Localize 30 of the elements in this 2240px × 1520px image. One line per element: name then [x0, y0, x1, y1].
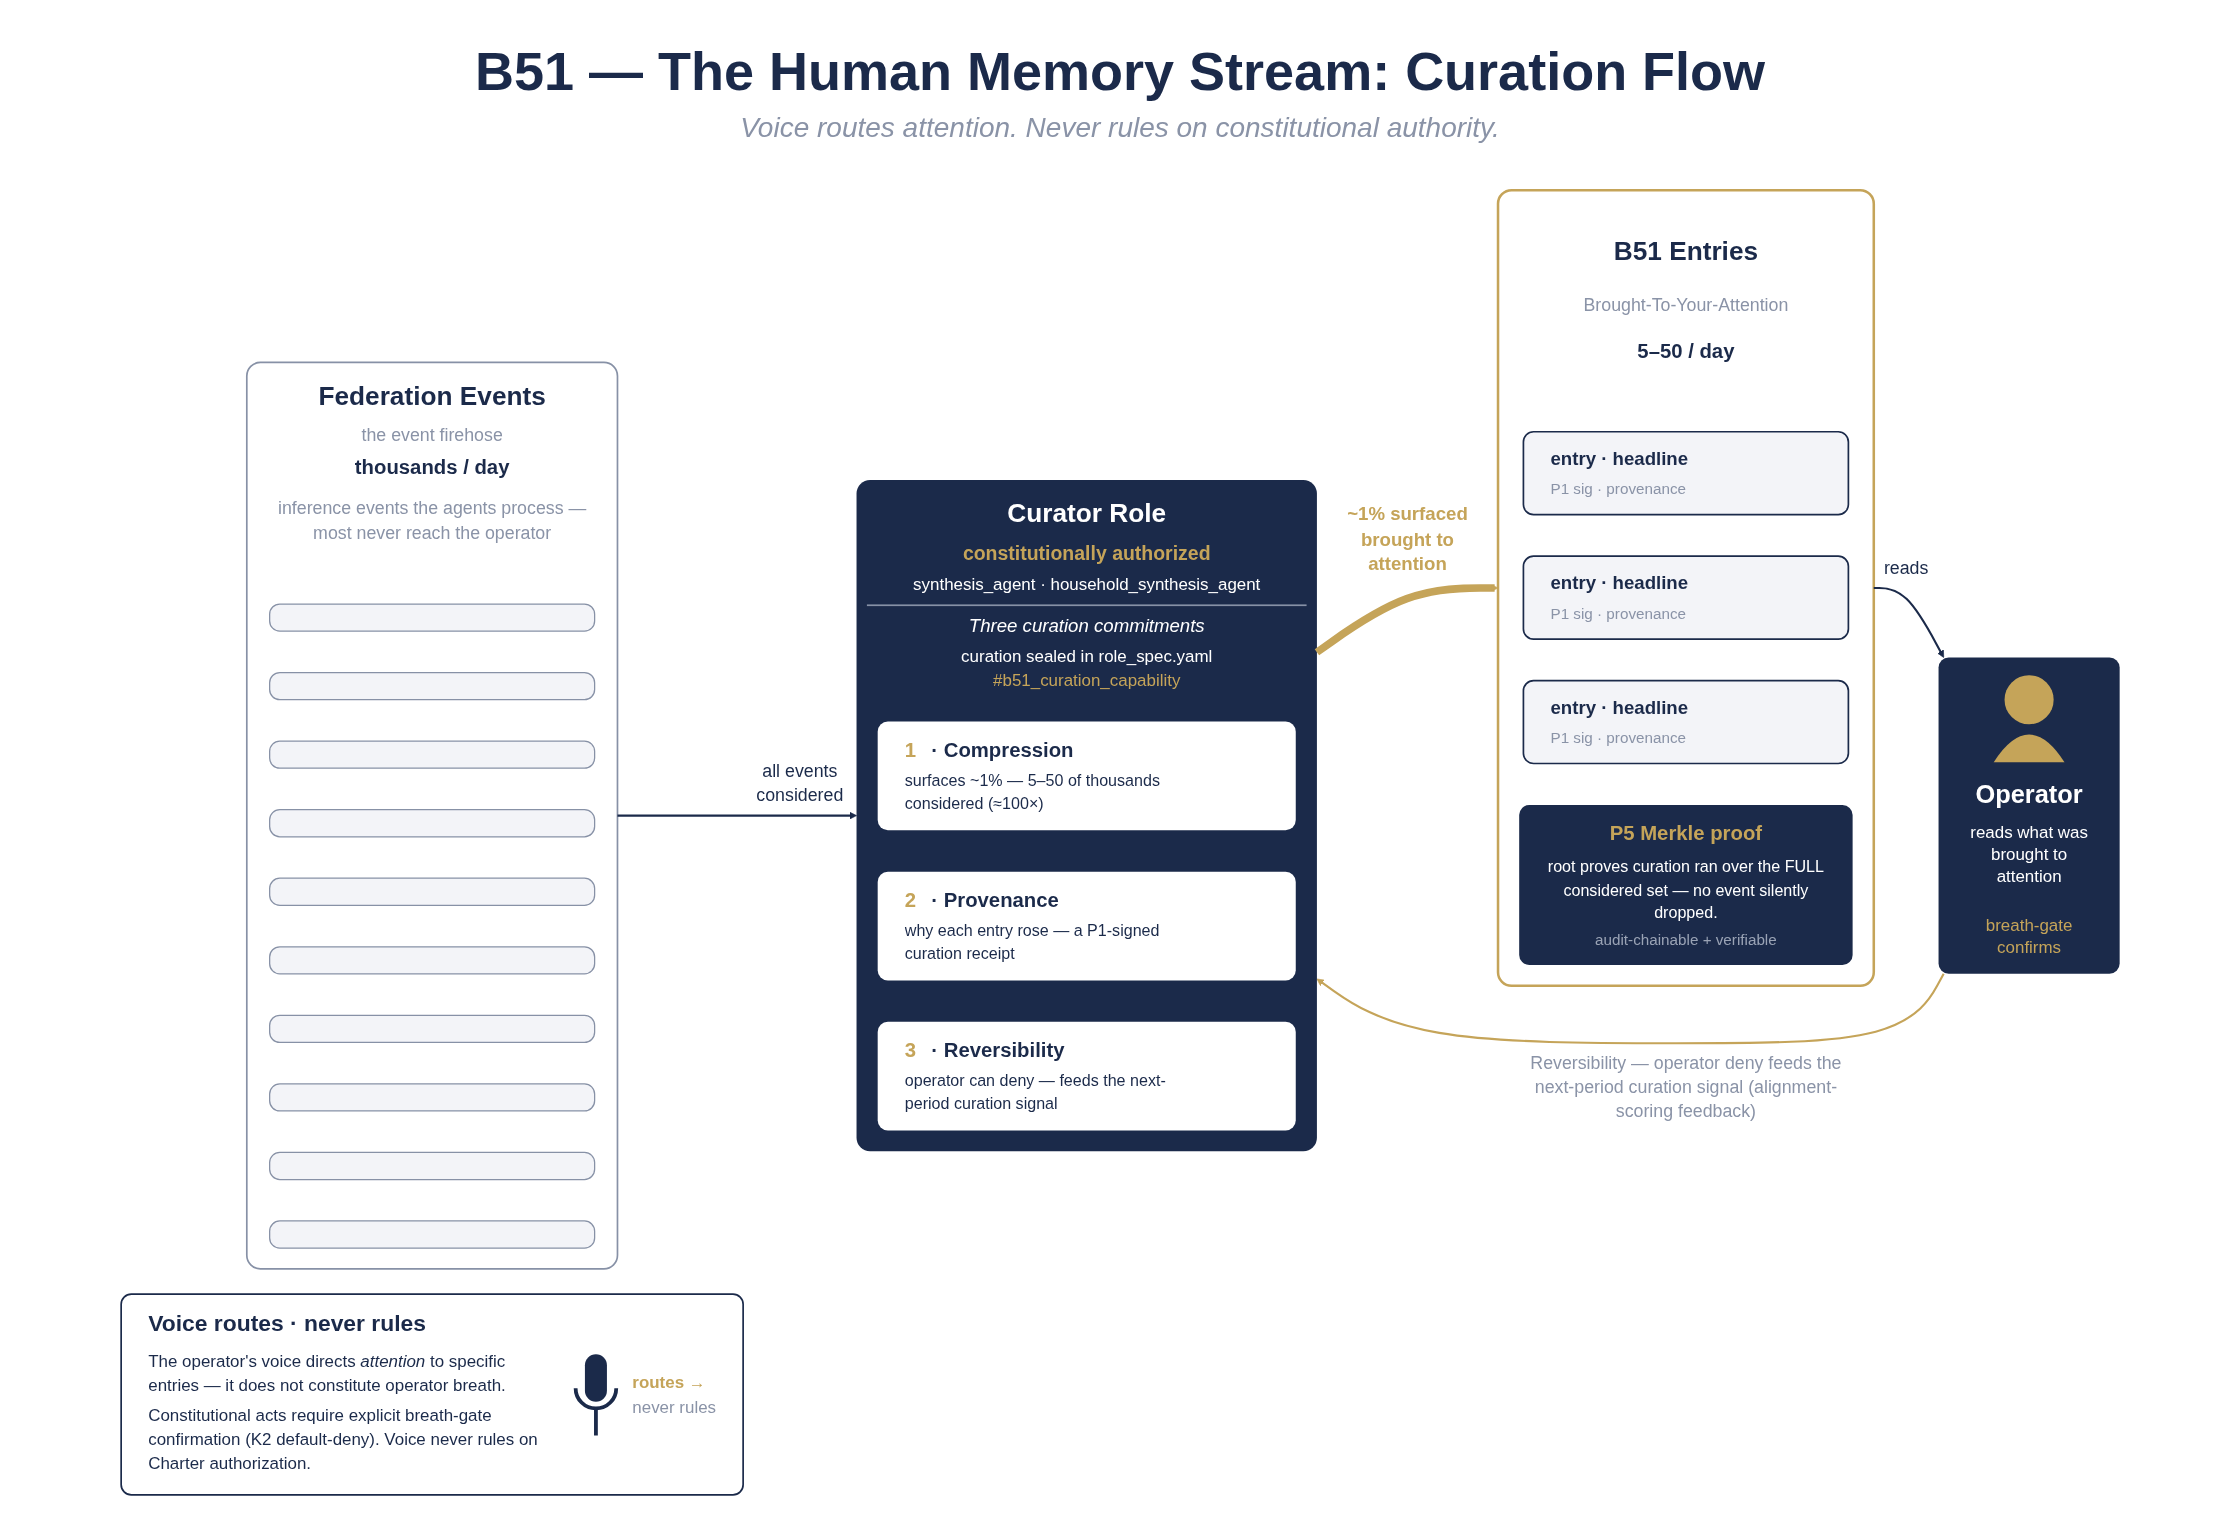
node-box: 1 · Compression surfaces ~1% — 5–50 of thousands considered (≈100×)	[877, 721, 1296, 831]
node-bar	[268, 1014, 595, 1044]
edge-label: reads	[1883, 557, 1928, 578]
arrow	[617, 811, 857, 820]
node-bar	[268, 603, 595, 632]
edge-label: Reversibility — operator deny feeds the next-period curation signal (alignment-scoring feedback)	[1529, 1052, 1842, 1121]
node-bar	[268, 946, 595, 975]
edge-label: all events considered	[755, 760, 843, 805]
subtitle: Voice routes attention. Never rules on constitutional authority.	[740, 112, 1500, 144]
node-bar	[268, 877, 595, 906]
arrow	[1873, 586, 1944, 658]
edge-label: ~1% surfaced brought to attention	[1346, 503, 1468, 575]
node-box: 3 · Reversibility operator can deny — feeds the next-period curation signal	[877, 1021, 1296, 1131]
node-bar	[268, 671, 595, 701]
node-bar	[268, 1083, 595, 1112]
node-box: Voice routes · never rules The operator's voice directs attention to specific entries — it does not constitute operator breath. Constitutional acts require explicit breath-gate confirmation (K2 default-deny). Voice never rules on Charter authorization. routes → never rules	[119, 1293, 744, 1496]
node-box: entry · headline P1 sig · provenance	[1522, 430, 1849, 516]
arrow	[1316, 973, 1945, 1045]
node-box: 2 · Provenance why each entry rose — a P1-signed curation receipt	[877, 871, 1296, 981]
node-bar	[268, 809, 595, 838]
node-bar	[268, 1220, 595, 1249]
node-bar	[268, 1151, 595, 1181]
arrow	[1314, 584, 1498, 656]
node-box: entry · headline P1 sig · provenance	[1522, 555, 1849, 640]
node-box: Operator reads what was brought to attention breath-gate confirms	[1938, 657, 2120, 974]
node-box: entry · headline P1 sig · provenance	[1522, 679, 1849, 765]
cluster: Federation Events the event firehose thousands / day inference events the agents process — most never reach the operator	[245, 361, 618, 1270]
node-bar	[268, 740, 595, 769]
node-box: P5 Merkle proof root proves curation ran over the FULL considered set — no event silently dropped. audit-chainable + verifiable	[1518, 804, 1853, 966]
diagram-title: B51 — The Human Memory Stream: Curation Flow	[474, 40, 1766, 102]
